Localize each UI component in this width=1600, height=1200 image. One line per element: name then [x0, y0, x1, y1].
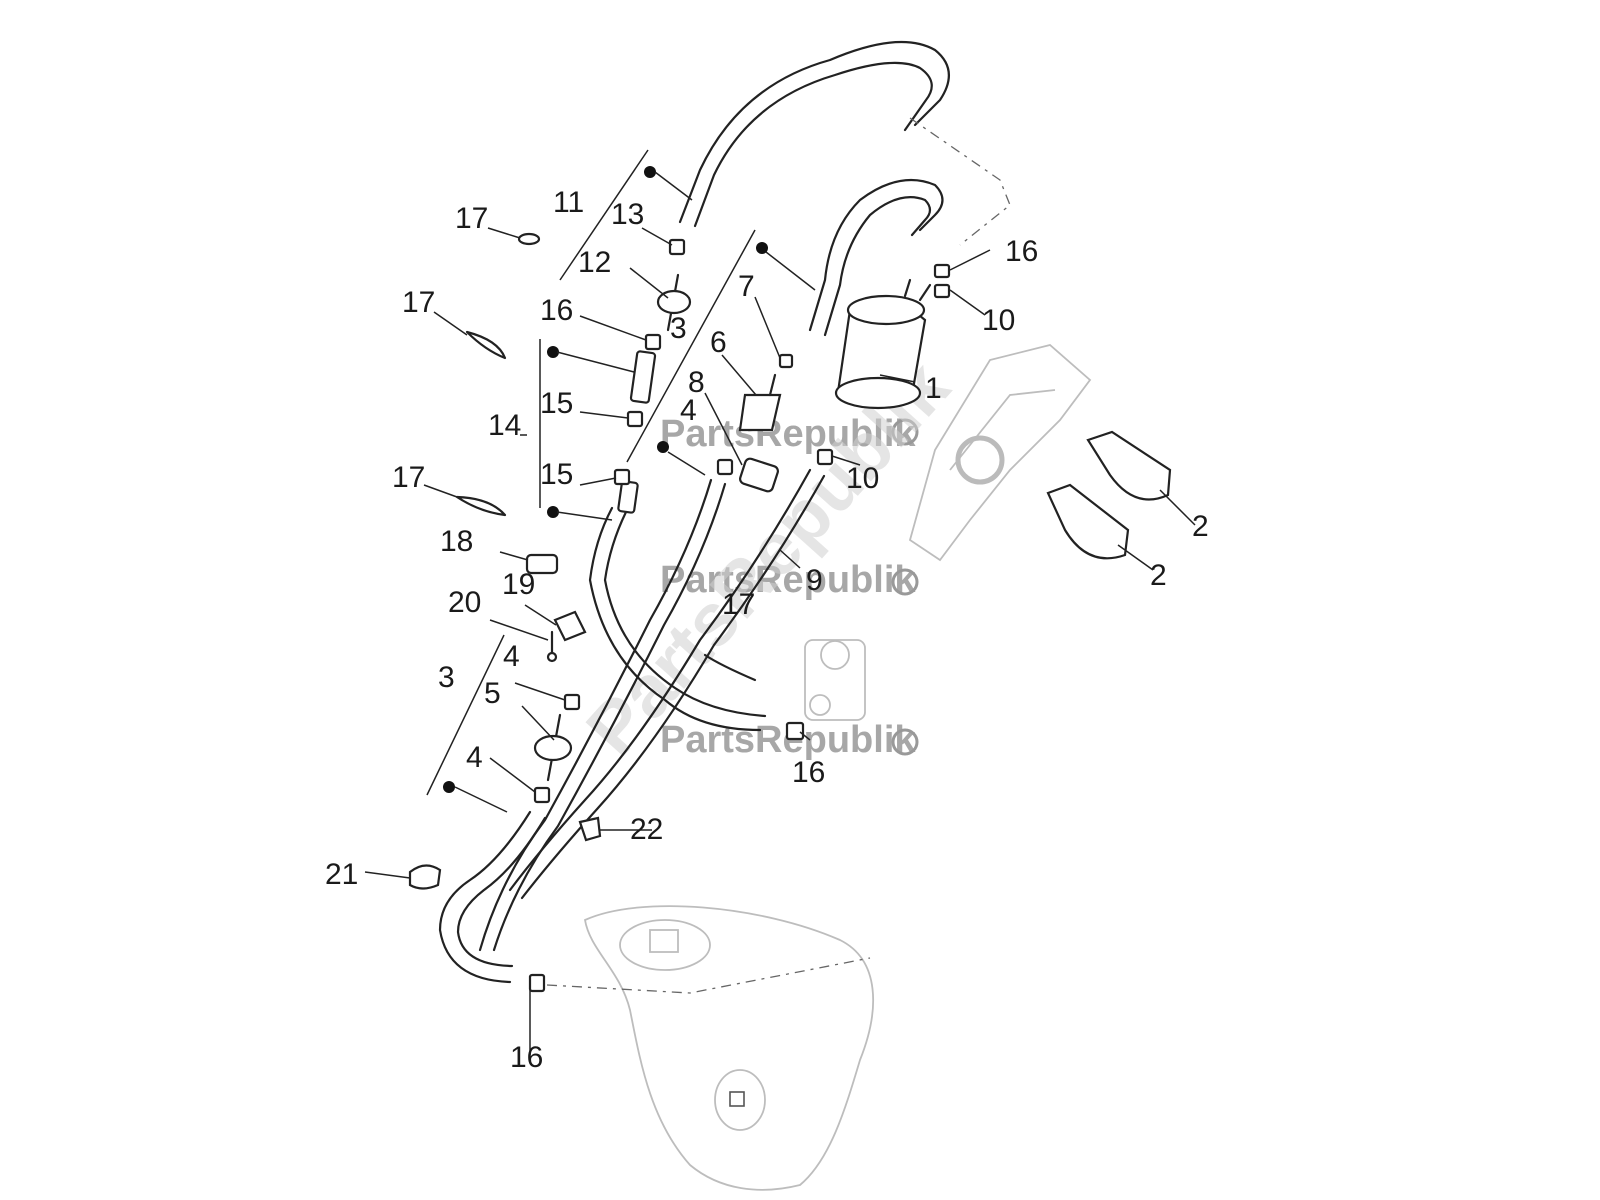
- hose-bottom-j: [438, 810, 547, 984]
- frame-bracket-ghost: [908, 344, 1092, 562]
- fuel-pump: [834, 278, 932, 410]
- part-label-12: 12: [578, 246, 611, 279]
- part-label-16: 16: [792, 756, 825, 789]
- cable-ties-17: [455, 232, 757, 682]
- part-label-7: 7: [738, 270, 755, 303]
- hose-top-loop: [678, 40, 950, 228]
- part-label-3: 3: [438, 661, 455, 694]
- hose-clamps: [528, 238, 951, 993]
- bracket-19: [553, 610, 587, 642]
- part-label-8: 8: [688, 366, 705, 399]
- part-label-20: 20: [448, 586, 481, 619]
- part-label-9: 9: [806, 564, 823, 597]
- watermark-text: PartsRepublik: [660, 559, 916, 601]
- part-label-6: 6: [710, 326, 727, 359]
- part-label-2: 2: [1150, 559, 1167, 592]
- clip-22: [578, 816, 602, 842]
- part-label-17: 17: [402, 286, 435, 319]
- fuel-tank-ghost: [583, 905, 874, 1191]
- hose-long-cross: [478, 468, 826, 952]
- part-label-15: 15: [540, 458, 573, 491]
- watermark-text: PartsRepublik: [660, 413, 916, 455]
- part-label-21: 21: [325, 858, 358, 891]
- carburetor-ghost: [804, 639, 866, 721]
- group-brackets: [426, 149, 768, 796]
- part-label-4: 4: [503, 640, 520, 673]
- part-label-18: 18: [440, 525, 473, 558]
- part-label-13: 13: [611, 198, 644, 231]
- hose-short-14: [617, 350, 657, 514]
- screw-20: [546, 630, 558, 663]
- part-label-4: 4: [466, 741, 483, 774]
- part-label-10: 10: [982, 304, 1015, 337]
- part-label-19: 19: [502, 568, 535, 601]
- part-label-1: 1: [925, 372, 942, 405]
- part-label-16: 16: [540, 294, 573, 327]
- reference-lines: [546, 117, 1011, 994]
- part-label-17: 17: [722, 588, 755, 621]
- part-label-22: 22: [630, 813, 663, 846]
- part-label-16: 16: [510, 1041, 543, 1074]
- watermark-gear-icon: [891, 418, 1005, 756]
- part-label-10: 10: [846, 462, 879, 495]
- clamp-21: [408, 864, 442, 890]
- part-labels: 1 2 2 3 3 4 4 4 5 6 7 8 9 10 10 11 12 13…: [325, 186, 1209, 1074]
- part-label-4: 4: [680, 394, 697, 427]
- connector-8: [739, 457, 779, 493]
- hose-middle-loop: [808, 178, 944, 337]
- leader-lines: [364, 171, 1196, 1055]
- part-label-17: 17: [455, 202, 488, 235]
- part-label-5: 5: [484, 677, 501, 710]
- hose-long-left: [588, 506, 767, 732]
- fuel-filter-5: [533, 713, 573, 782]
- part-label-2: 2: [1192, 510, 1209, 543]
- check-valve-6: [738, 373, 782, 432]
- part-label-11: 11: [553, 186, 584, 219]
- clip-18: [525, 553, 559, 575]
- part-label-15: 15: [540, 387, 573, 420]
- part-label-16: 16: [1005, 235, 1038, 268]
- part-label-17: 17: [392, 461, 425, 494]
- part-label-3: 3: [670, 312, 687, 345]
- holders-2: [1046, 430, 1172, 560]
- part-label-14: 14: [488, 409, 521, 442]
